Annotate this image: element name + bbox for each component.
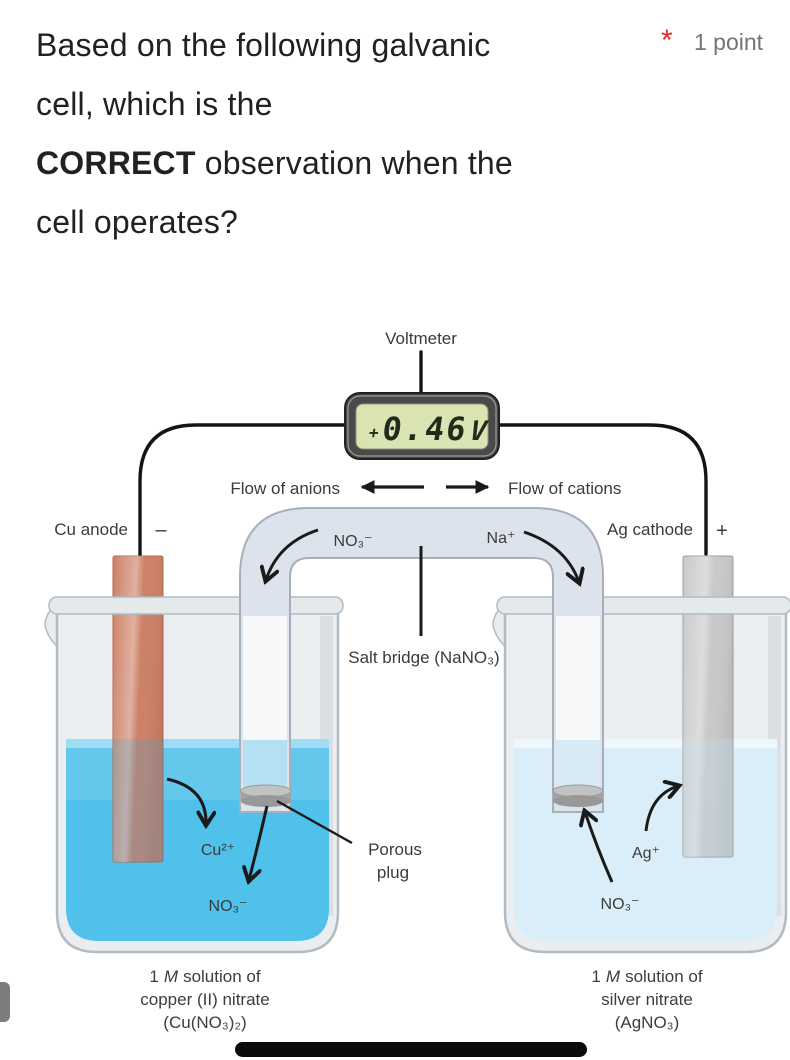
voltmeter-label: Voltmeter xyxy=(385,329,457,348)
points-badge: 1 point xyxy=(694,29,764,55)
left-scrollbar-thumb[interactable] xyxy=(0,982,10,1022)
galvanic-cell-diagram: + 0.46 V Voltmeter Flow of anions Flow o… xyxy=(44,329,790,1032)
left-anion-arrow xyxy=(249,805,269,880)
cathode-plus-sign: + xyxy=(716,520,728,542)
circuit-wires xyxy=(138,350,708,558)
porous-plug-pointer xyxy=(276,799,353,845)
bridge-anion-label: NO₃⁻ xyxy=(334,533,373,550)
left-anion-label: NO₃⁻ xyxy=(209,898,248,915)
cu-ion-arrow xyxy=(166,777,206,824)
voltmeter-lcd xyxy=(355,403,489,450)
question-text-line: Based on the following galvanic xyxy=(36,27,491,63)
copper-electrode xyxy=(112,555,164,863)
porous-plug-right xyxy=(552,784,604,807)
salt-bridge-right-leg xyxy=(556,616,600,742)
question-image[interactable]: + 0.46 V Voltmeter Flow of anions Flow o… xyxy=(0,300,790,1060)
voltmeter-display: + 0.46 V xyxy=(368,410,491,448)
right-solution-surface xyxy=(514,739,777,748)
salt-bridge-left-leg-submerged xyxy=(243,740,287,792)
flow-labels: Flow of anions Flow of cations xyxy=(230,479,621,498)
question-text-line: CORRECT observation when the xyxy=(36,145,513,181)
right-anion-label: NO₃⁻ xyxy=(601,896,640,913)
left-caption-line3: (Cu(NO₃)₂) xyxy=(163,1013,246,1032)
wire-right xyxy=(490,423,708,556)
porous-plug-label-line2: plug xyxy=(377,863,409,882)
wire-left xyxy=(138,423,354,558)
bridge-cation-label: Na⁺ xyxy=(487,530,516,547)
anode-minus-sign: – xyxy=(155,519,167,541)
cation-bend-arrow xyxy=(523,530,579,582)
right-beaker-rim xyxy=(496,596,790,615)
right-caption-line3: (AgNO₃) xyxy=(615,1013,680,1032)
porous-plug-label-line1: Porous xyxy=(368,840,422,859)
right-beaker-outline xyxy=(503,602,788,954)
electrode-labels: Cu anode – Ag cathode + xyxy=(54,519,728,542)
salt-bridge-left-leg xyxy=(243,616,287,742)
voltmeter-bevel xyxy=(347,395,497,457)
question-title: Based on the following galvanic cell, wh… xyxy=(36,16,656,252)
right-beaker xyxy=(492,555,790,954)
salt-bridge-label: Salt bridge (NaNO₃) xyxy=(348,648,499,667)
anion-bend-arrow xyxy=(266,528,319,580)
porous-plug-left xyxy=(240,784,292,807)
salt-bridge xyxy=(239,507,604,813)
right-anion-arrow xyxy=(585,812,614,883)
flow-of-anions-label: Flow of anions xyxy=(230,479,340,498)
question-text-line: cell operates? xyxy=(36,204,239,240)
silver-electrode xyxy=(682,555,734,858)
right-caption-line2: silver nitrate xyxy=(601,990,693,1009)
cu-anode-label: Cu anode xyxy=(54,520,128,539)
ag-ion-arrow xyxy=(644,786,678,832)
voltmeter-sign: + xyxy=(368,423,381,442)
voltmeter-value: 0.46 xyxy=(380,410,470,448)
left-beaker-outline xyxy=(55,602,340,954)
required-asterisk: * xyxy=(661,24,673,57)
question-text-line: cell, which is the xyxy=(36,86,273,122)
ag-cathode-label: Ag cathode xyxy=(607,520,693,539)
voltmeter-unit: V xyxy=(468,416,490,447)
bottom-drag-indicator[interactable] xyxy=(235,1042,587,1057)
flow-of-cations-label: Flow of cations xyxy=(508,479,621,498)
ag-ion-label: Ag⁺ xyxy=(632,845,660,862)
left-caption-line2: copper (II) nitrate xyxy=(140,990,269,1009)
left-solution-surface xyxy=(66,739,329,748)
cu-ion-label: Cu²⁺ xyxy=(201,842,235,859)
right-beaker-annotations: NO₃⁻ Ag⁺ xyxy=(585,786,678,913)
left-beaker-annotations: Cu²⁺ NO₃⁻ Porous plug xyxy=(166,777,422,915)
left-beaker xyxy=(44,555,344,954)
left-beaker-rim xyxy=(48,596,344,615)
salt-bridge-right-leg-submerged xyxy=(556,740,600,792)
voltmeter: + 0.46 V Voltmeter xyxy=(344,329,500,460)
